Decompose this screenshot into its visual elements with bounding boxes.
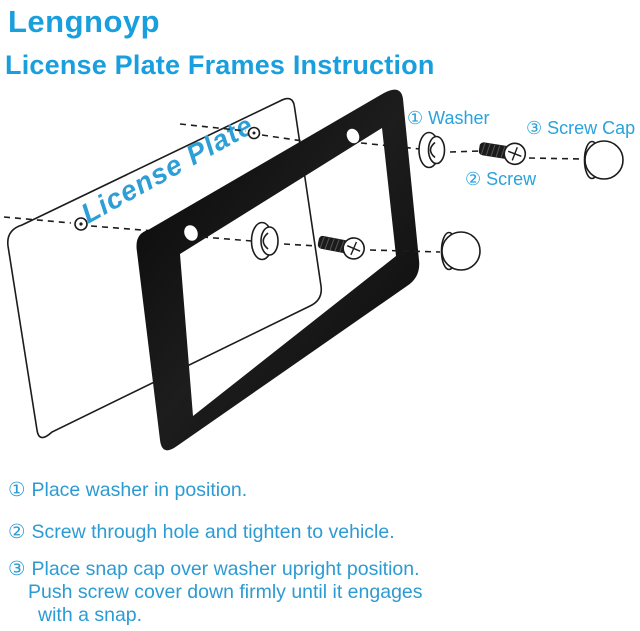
brand-name: Lengnoyp — [8, 4, 161, 39]
washer-middle — [250, 221, 279, 261]
screw-top — [478, 142, 527, 166]
screw-cap-middle — [440, 231, 481, 271]
plate-frame — [136, 89, 420, 451]
washer-top — [418, 131, 446, 169]
plate-hole-top — [247, 126, 261, 140]
step-2-text: Screw through hole and tighten to vehicl… — [31, 521, 395, 543]
alignment-dashed-lines-right — [201, 142, 583, 253]
plate-hole-left — [74, 217, 88, 231]
step-2-number: ② — [8, 521, 26, 543]
frame-hole-left — [184, 225, 198, 241]
label-screw: ② Screw — [465, 169, 537, 189]
step-1-number: ① — [8, 479, 26, 501]
step-3-number: ③ — [8, 558, 26, 580]
label-washer: ① Washer — [407, 108, 490, 128]
step-3-line-2: Push screw cover down firmly until it en… — [28, 581, 423, 603]
page-title: License Plate Frames Instruction — [5, 50, 435, 80]
screw-cap-top — [583, 140, 624, 180]
step-1-text: Place washer in position. — [31, 479, 248, 501]
screw-middle — [317, 235, 365, 260]
step-3-line-3: with a snap. — [38, 604, 143, 626]
step-3-text-1: Place snap cap over washer upright posit… — [31, 558, 420, 580]
label-screw-cap: ③ Screw Cap — [526, 118, 635, 138]
frame-hole-right — [346, 128, 360, 144]
